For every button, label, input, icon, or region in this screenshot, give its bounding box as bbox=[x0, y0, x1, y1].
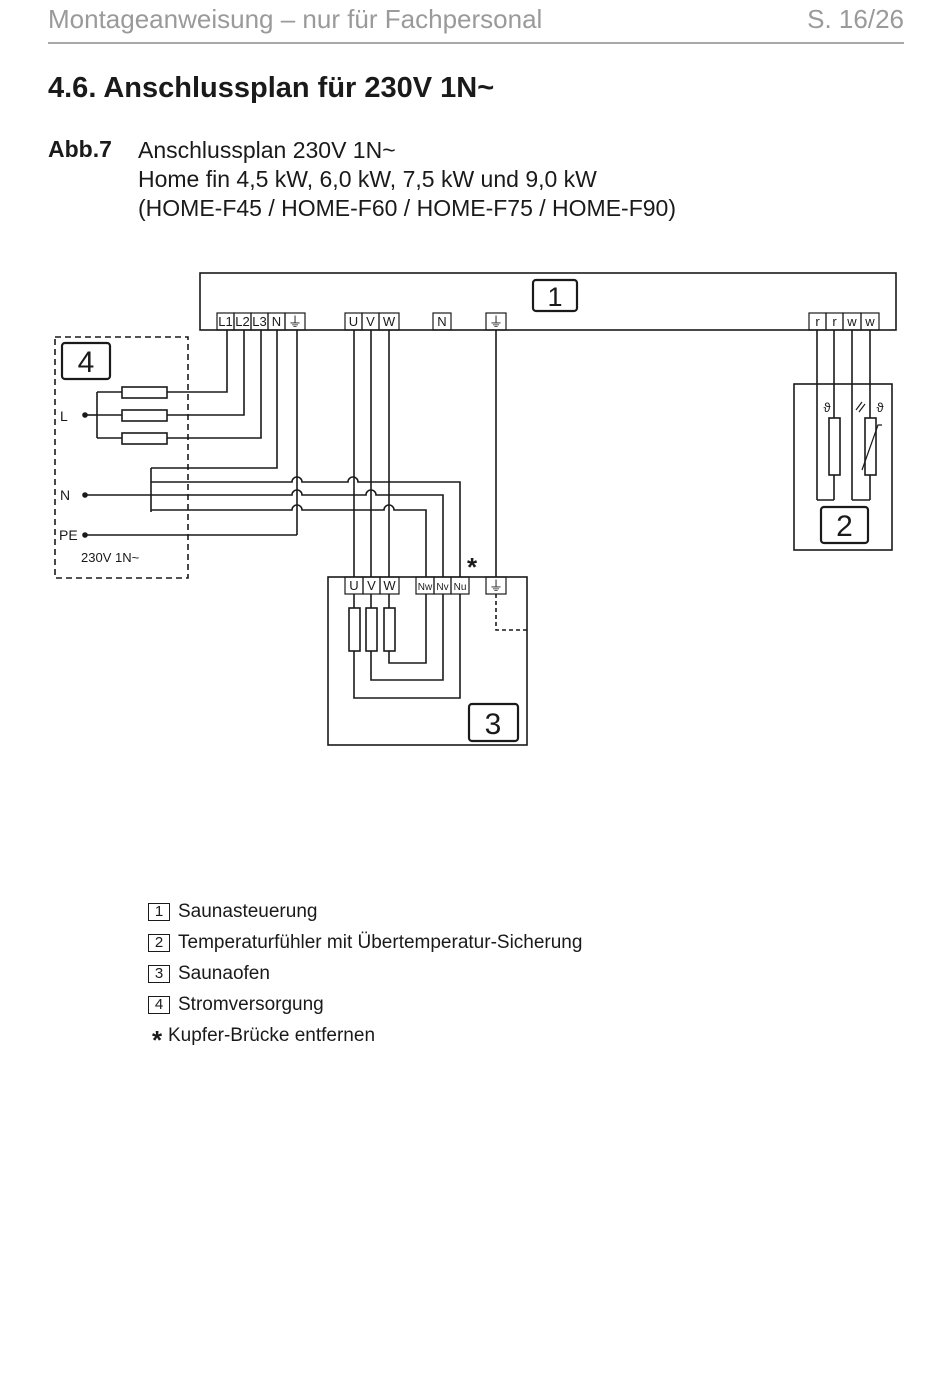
terminal-w1: w bbox=[846, 314, 857, 329]
control-unit-box bbox=[199, 272, 897, 331]
sensor-box bbox=[793, 383, 893, 551]
legend-number: 2 bbox=[148, 933, 170, 952]
wiring-diagram: 1 L1 L2 L3 N ⏚ U V W N ⏚ r r w w 4 bbox=[54, 272, 897, 746]
legend: 1 Saunasteuerung 2 Temperaturfühler mit … bbox=[148, 896, 582, 1055]
heater-terminal-nv: Nv bbox=[436, 582, 448, 593]
caption-line-2: Home fin 4,5 kW, 6,0 kW, 7,5 kW und 9,0 … bbox=[138, 166, 597, 192]
caption-line-1: Anschlussplan 230V 1N~ bbox=[138, 137, 396, 163]
legend-item: 4 Stromversorgung bbox=[148, 989, 582, 1020]
legend-number: 1 bbox=[148, 902, 170, 921]
terminal-r1: r bbox=[815, 314, 820, 329]
sensor-symbol-1: ϑ bbox=[823, 400, 831, 415]
terminal-l1: L1 bbox=[218, 314, 232, 329]
legend-text: Stromversorgung bbox=[178, 993, 324, 1015]
control-terminal-strip bbox=[216, 312, 880, 331]
terminal-l3: L3 bbox=[252, 314, 266, 329]
box-1-number: 1 bbox=[547, 282, 562, 312]
terminal-u: U bbox=[349, 314, 358, 329]
terminal-pe2-icon: ⏚ bbox=[489, 314, 503, 330]
legend-text: Temperaturfühler mit Übertemperatur-Sich… bbox=[178, 931, 583, 953]
terminal-pe-icon: ⏚ bbox=[288, 314, 302, 330]
legend-number: 4 bbox=[148, 995, 170, 1014]
heater-terminal-nu: Nu bbox=[454, 582, 467, 593]
figure-label: Abb.7 bbox=[48, 136, 112, 162]
supply-voltage-label: 230V 1N~ bbox=[81, 550, 140, 565]
legend-star-icon: * bbox=[151, 1024, 163, 1055]
legend-number: 3 bbox=[148, 964, 170, 983]
uvw-wiring bbox=[353, 330, 497, 577]
box-3-frame bbox=[467, 702, 520, 743]
terminal-w2: w bbox=[864, 314, 875, 329]
heater-terminal-v: V bbox=[367, 578, 376, 593]
terminal-l2: L2 bbox=[235, 314, 249, 329]
heater-pe-dashed bbox=[495, 594, 527, 631]
power-supply-box bbox=[54, 336, 189, 579]
legend-item: * Kupfer-Brücke entfernen bbox=[148, 1020, 582, 1055]
box-4-number: 4 bbox=[78, 346, 95, 379]
terminal-n: N bbox=[272, 314, 281, 329]
l-wiring bbox=[82, 330, 262, 439]
heater-terminal-pe-icon: ⏚ bbox=[489, 578, 503, 594]
box-2-number: 2 bbox=[836, 510, 853, 543]
legend-item: 3 Saunaofen bbox=[148, 958, 582, 989]
legend-text: Saunaofen bbox=[178, 962, 270, 984]
sensor-wiring bbox=[816, 330, 882, 501]
legend-item: 2 Temperaturfühler mit Übertemperatur-Si… bbox=[148, 927, 582, 958]
copper-bridge-star: * bbox=[467, 552, 478, 582]
terminal-r2: r bbox=[832, 314, 837, 329]
heater-terminal-nw: Nw bbox=[418, 582, 433, 593]
legend-text: Kupfer-Brücke entfernen bbox=[168, 1024, 376, 1046]
box-3-number: 3 bbox=[485, 708, 502, 741]
box-1-frame bbox=[531, 278, 579, 313]
header-divider bbox=[48, 42, 904, 44]
figure-caption: Anschlussplan 230V 1N~ Home fin 4,5 kW, … bbox=[138, 136, 676, 223]
terminal-v: V bbox=[366, 314, 375, 329]
page-number: S. 16/26 bbox=[807, 4, 904, 34]
supply-n-label: N bbox=[60, 487, 70, 503]
header-title: Montageanweisung – nur für Fachpersonal bbox=[48, 4, 543, 34]
legend-item: 1 Saunasteuerung bbox=[148, 896, 582, 927]
supply-l-label: L bbox=[60, 408, 68, 424]
n-wiring bbox=[82, 330, 461, 577]
heater-terminal-u: U bbox=[349, 578, 358, 593]
section-heading: 4.6. Anschlussplan für 230V 1N~ bbox=[48, 72, 495, 104]
fuses bbox=[121, 386, 168, 445]
caption-line-3: (HOME-F45 / HOME-F60 / HOME-F75 / HOME-F… bbox=[138, 195, 676, 221]
pe-wiring bbox=[82, 330, 298, 538]
legend-text: Saunasteuerung bbox=[178, 900, 318, 922]
heating-elements bbox=[348, 594, 461, 699]
box-2-frame bbox=[819, 505, 870, 545]
box-4-frame bbox=[60, 341, 112, 381]
heater-terminal-w: W bbox=[383, 578, 396, 593]
supply-pe-label: PE bbox=[59, 527, 78, 543]
terminal-n2: N bbox=[437, 314, 446, 329]
sensor-symbol-2: ϑ bbox=[876, 400, 884, 415]
terminal-w: W bbox=[383, 314, 396, 329]
